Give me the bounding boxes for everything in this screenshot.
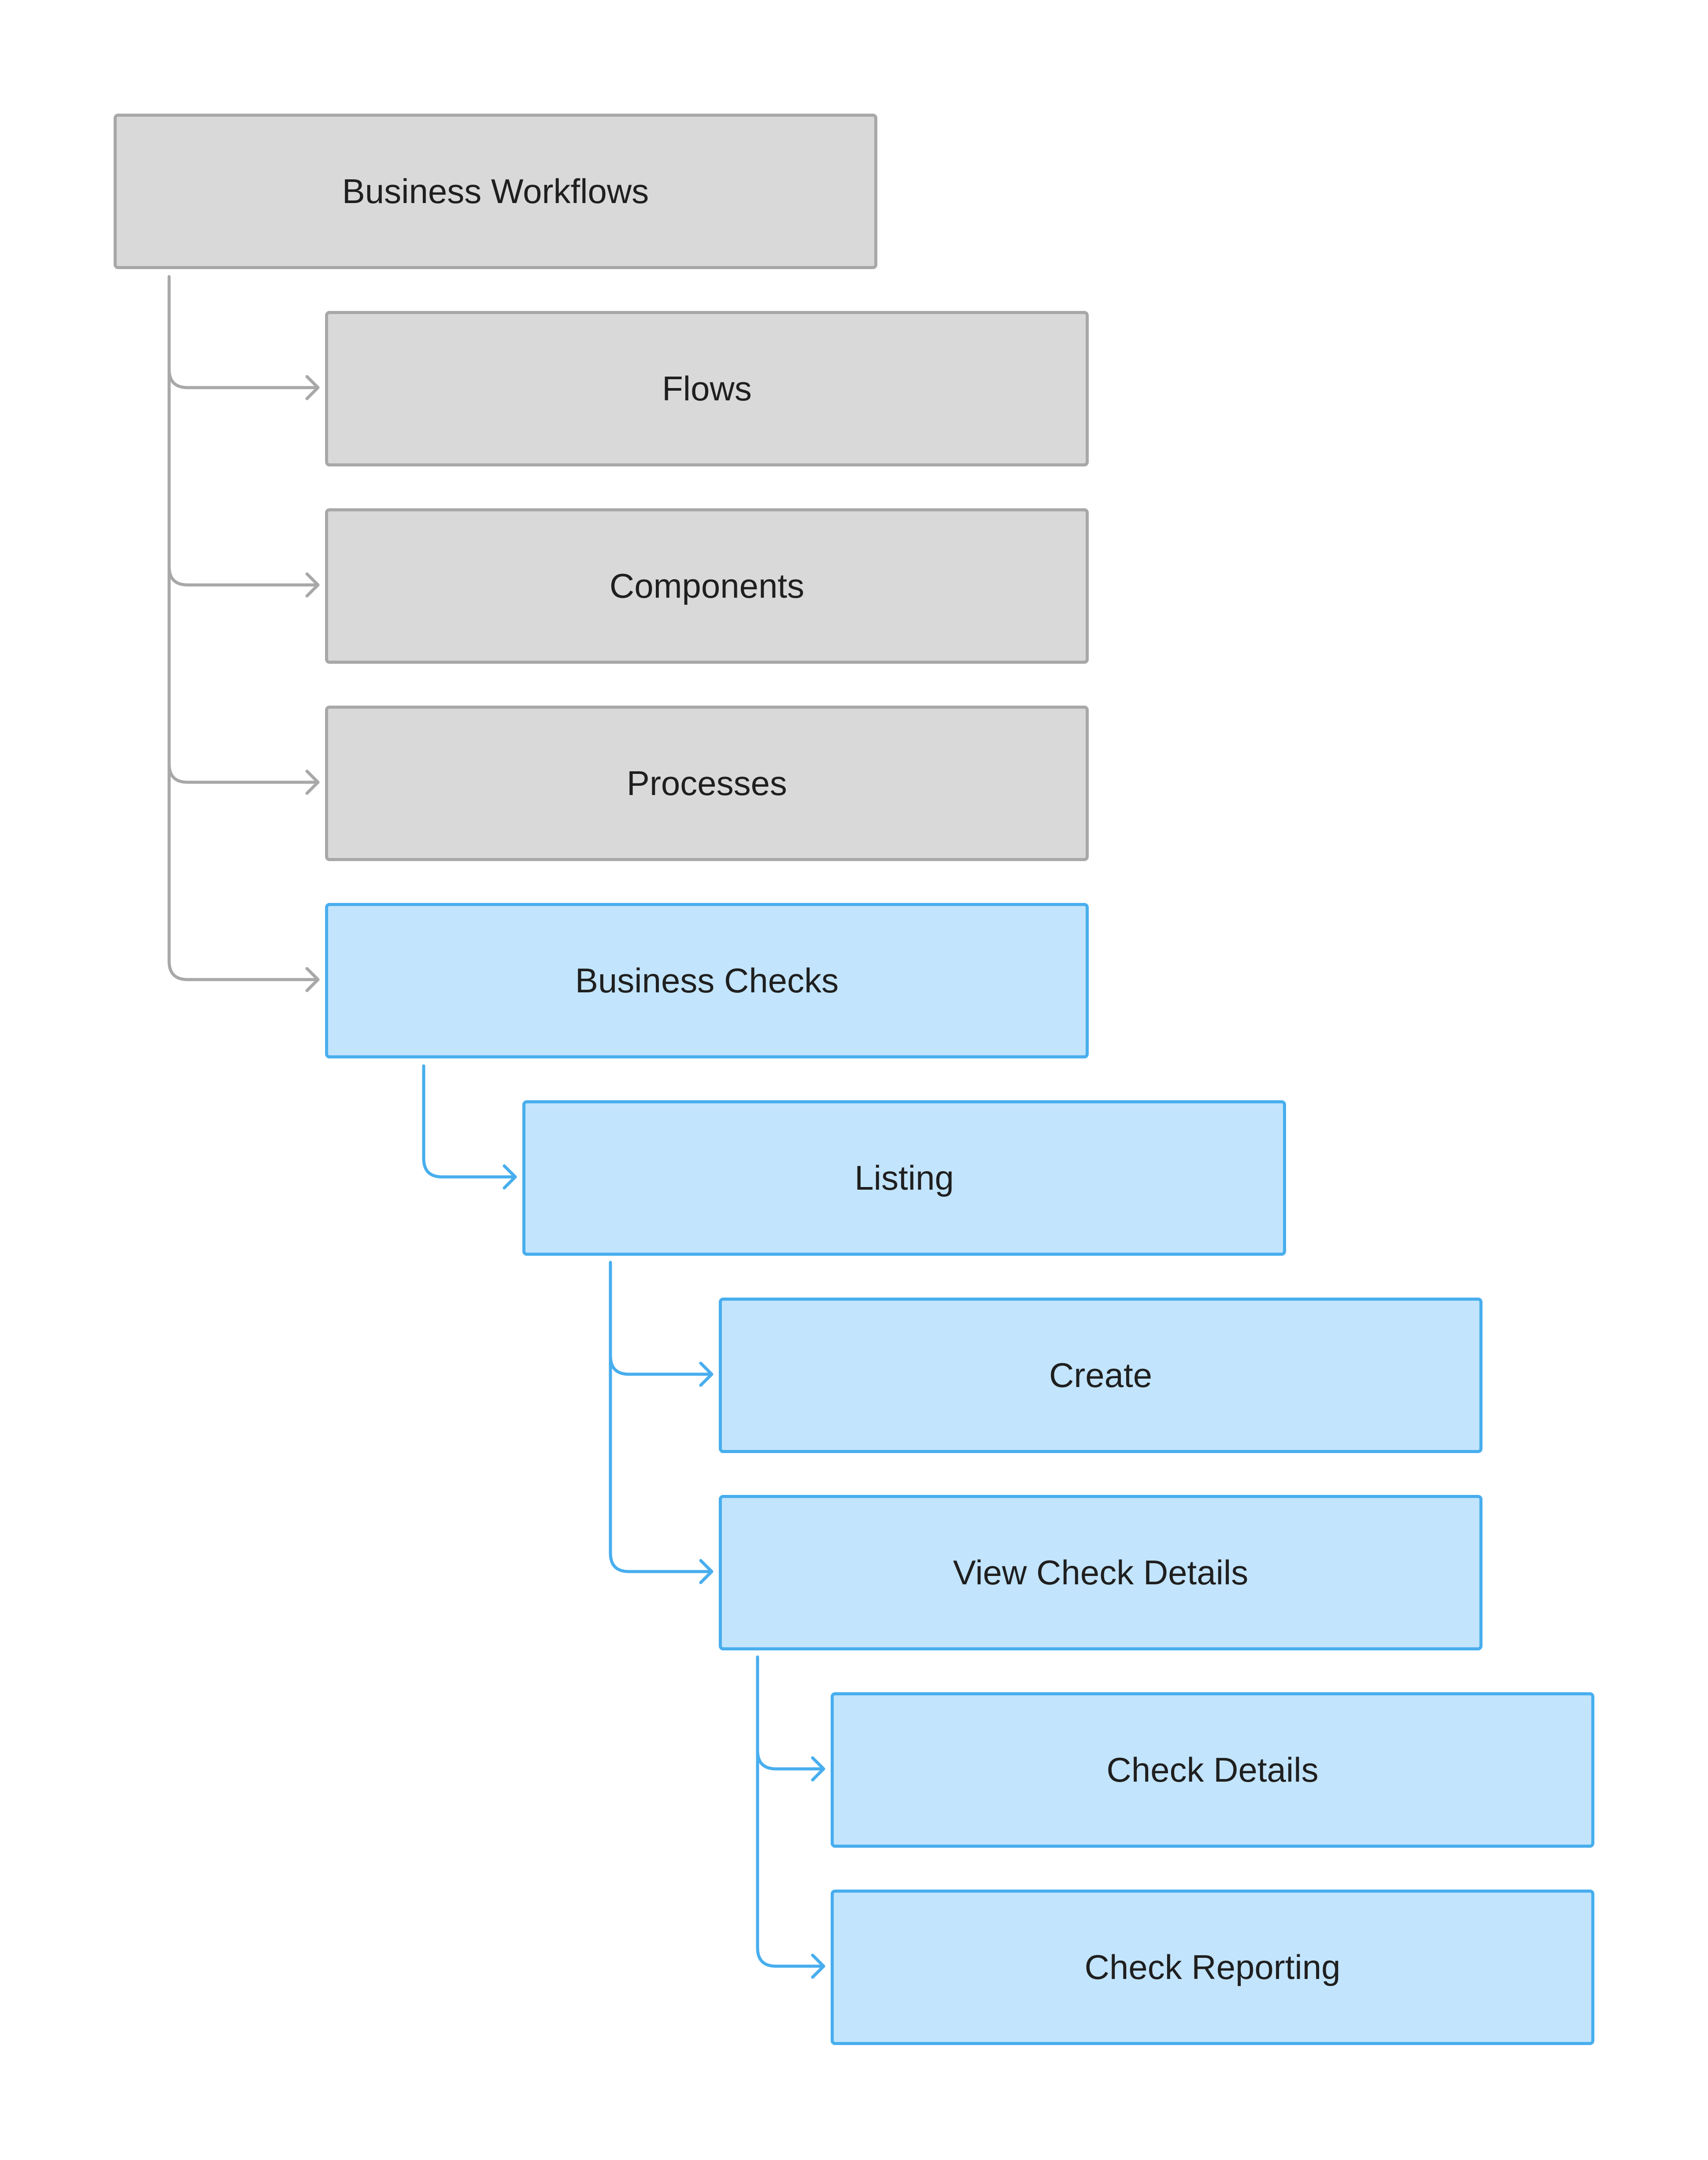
node-components: Components [325, 508, 1089, 664]
arrowhead-view-check-details [699, 1559, 714, 1584]
node-view-check-details: View Check Details [719, 1495, 1482, 1650]
node-business-checks: Business Checks [325, 903, 1089, 1058]
node-flows: Flows [325, 311, 1089, 466]
node-label: Check Details [1106, 1750, 1319, 1789]
arrowhead-check-details [811, 1756, 825, 1782]
arrowhead-check-reporting [811, 1953, 825, 1979]
arrowhead-create [699, 1361, 714, 1387]
node-label: Components [609, 566, 805, 605]
node-check-reporting: Check Reporting [831, 1890, 1594, 2045]
workflow-connectors [167, 275, 320, 992]
node-label: Processes [626, 764, 787, 803]
node-label: Flows [662, 369, 752, 408]
connector-trunk-view [756, 1655, 825, 1968]
checks-connectors [422, 1064, 825, 1979]
arrowhead-business-checks [305, 967, 320, 992]
node-label: Listing [854, 1158, 954, 1197]
node-label: Create [1049, 1356, 1153, 1394]
node-label: Check Reporting [1084, 1948, 1341, 1986]
node-business-workflows: Business Workflows [114, 114, 877, 269]
connector-listing [422, 1064, 517, 1179]
connector-create [609, 1354, 714, 1376]
node-check-details: Check Details [831, 1692, 1594, 1848]
arrowhead-listing [503, 1164, 517, 1190]
node-listing: Listing [522, 1100, 1286, 1256]
node-processes: Processes [325, 706, 1089, 861]
node-label: Business Checks [575, 961, 839, 1000]
connector-components [167, 565, 320, 587]
connector-trunk-workflows [167, 275, 320, 981]
arrowhead-components [305, 572, 320, 598]
node-label: Business Workflows [342, 172, 649, 211]
connector-flows [167, 367, 320, 389]
node-create: Create [719, 1298, 1482, 1453]
connector-check-details [756, 1749, 825, 1771]
node-label: View Check Details [953, 1553, 1249, 1592]
arrowhead-processes [305, 769, 320, 795]
connector-processes [167, 762, 320, 784]
connector-trunk-listing [609, 1261, 714, 1573]
arrowhead-flows [305, 375, 320, 400]
